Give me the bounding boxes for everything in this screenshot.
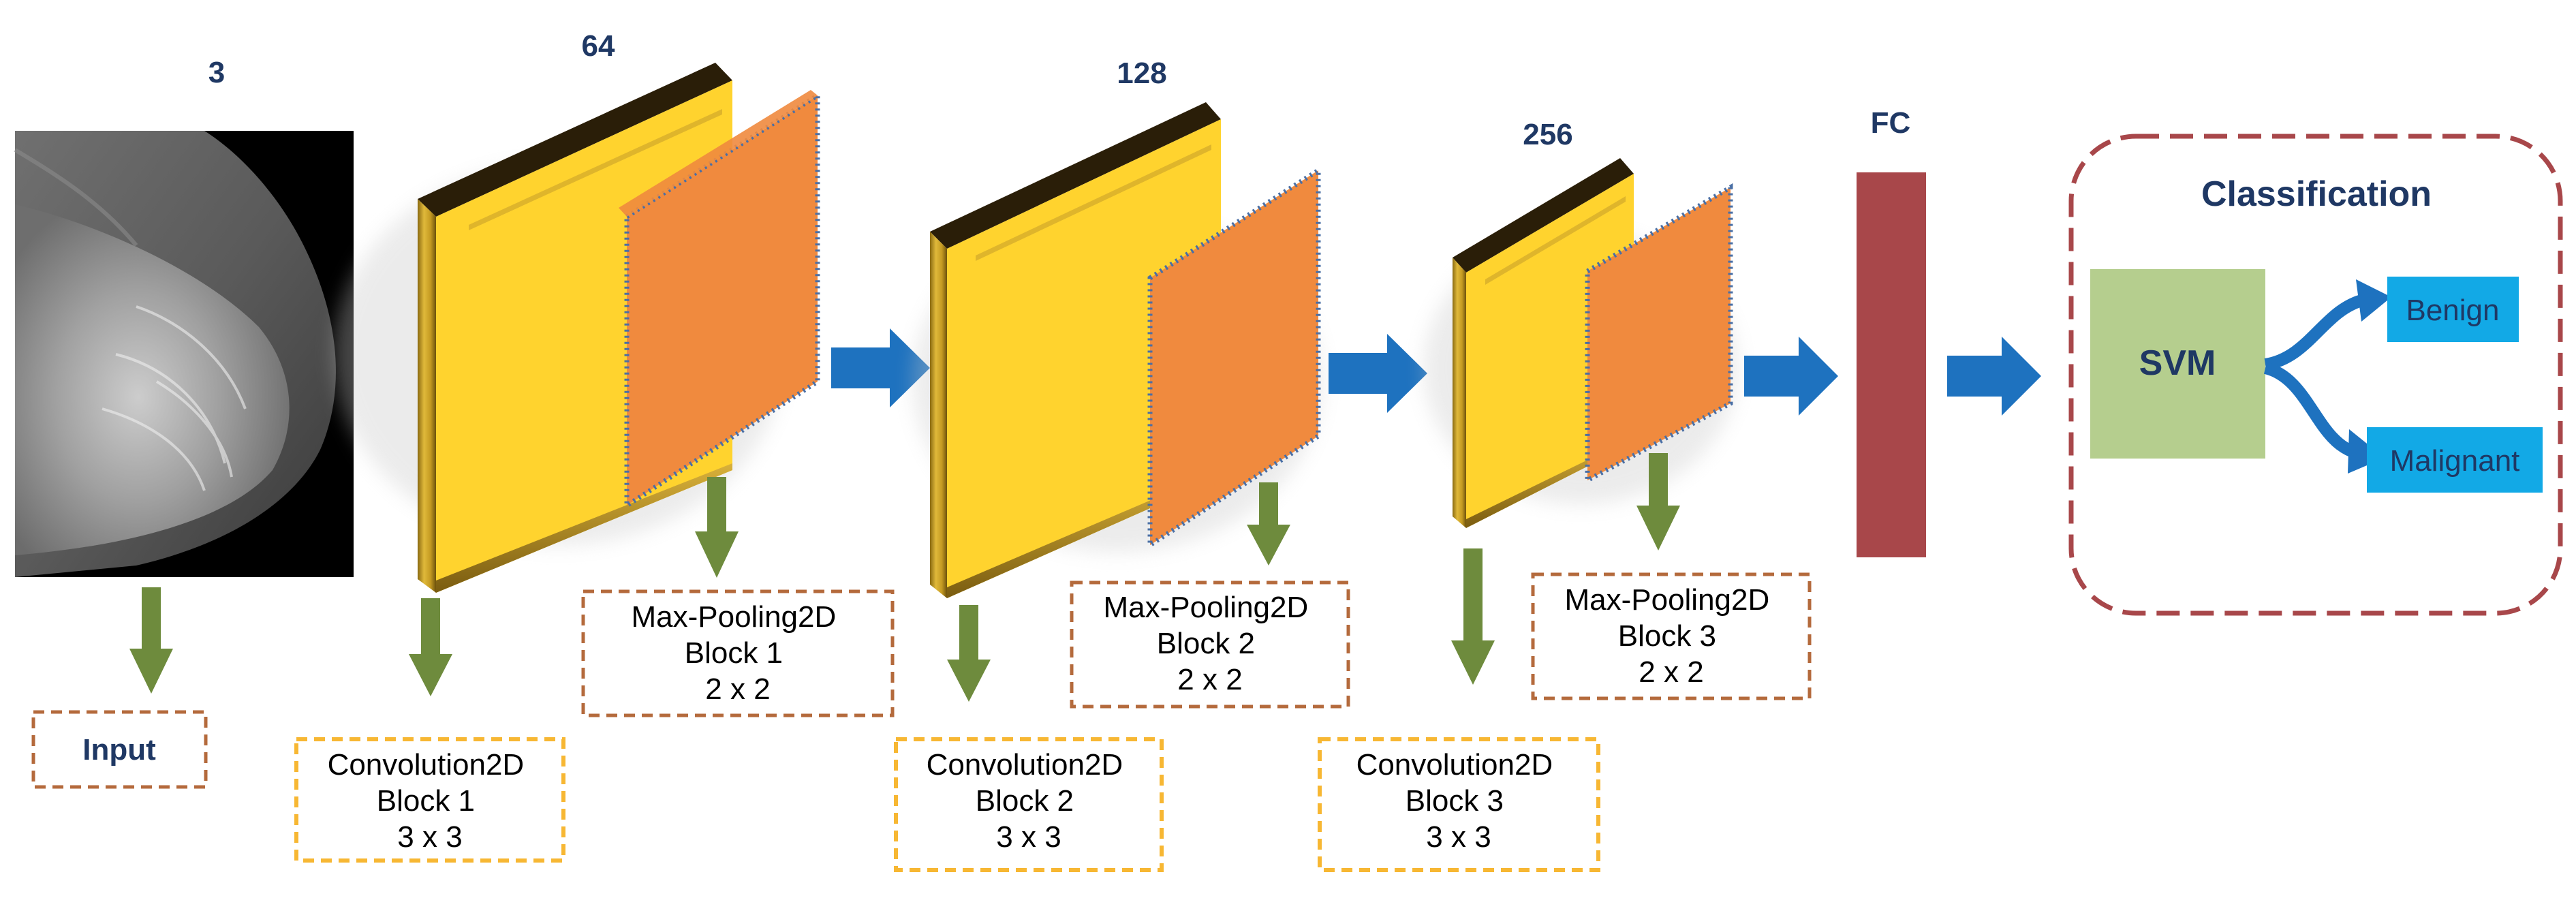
pool-block-2-label-line-1: Max-Pooling2D <box>1103 591 1308 624</box>
block-1-filters-label: 64 <box>582 29 615 63</box>
conv-block-1-label-line-2: Block 1 <box>377 784 475 818</box>
conv-block-3-down-arrow <box>1451 548 1495 685</box>
input-label: Input <box>82 733 156 767</box>
pool-block-1-label-line-3: 2 x 2 <box>705 672 770 706</box>
classification-title: Classification <box>2201 174 2432 214</box>
classification-section: Classification SVM Benign Malignant <box>2068 134 2563 616</box>
malignant-output-box <box>2367 427 2543 493</box>
pool-block-2-down-arrow <box>1247 482 1290 566</box>
pool-block-1-down-arrow <box>695 477 739 578</box>
malignant-output-label: Malignant <box>2390 444 2520 478</box>
fc-bar <box>1857 172 1926 557</box>
benign-output-box <box>2387 277 2519 342</box>
benign-output-label: Benign <box>2406 294 2499 327</box>
pool-block-3-label-line-3: 2 x 2 <box>1639 655 1703 689</box>
conv-block-1-label-line-1: Convolution2D <box>328 748 525 781</box>
flow-arrow-1 <box>831 328 930 407</box>
pool-block-1-label: Max-Pooling2D Block 1 2 x 2 <box>631 600 844 706</box>
flow-arrow-3 <box>1744 337 1838 416</box>
pool-block-3-label-line-2: Block 3 <box>1618 619 1716 653</box>
conv-block-2-label-box <box>894 737 1164 872</box>
pool-block-3 <box>1585 183 1733 484</box>
svm-box <box>2090 269 2265 459</box>
mammogram-image <box>14 131 354 577</box>
pool-block-1 <box>619 90 820 510</box>
pool-block-2-label-line-2: Block 2 <box>1157 627 1255 660</box>
block-3-filters-label: 256 <box>1523 118 1572 151</box>
conv-block-2-label-line-3: 3 x 3 <box>996 820 1061 854</box>
block-3: 256 Convolution2D Block 3 3 x 3 Max-Pool… <box>1318 118 1812 872</box>
pool-block-1-label-line-2: Block 1 <box>685 636 783 670</box>
conv-block-3-label: Convolution2D Block 3 3 x 3 <box>1356 748 1562 854</box>
pool-block-2-label-box <box>1070 580 1350 709</box>
flow-arrow-4 <box>1947 337 2041 416</box>
conv-block-1-label-box <box>294 737 565 863</box>
conv-block-1-label-line-3: 3 x 3 <box>397 820 462 854</box>
conv-block-2-down-arrow <box>947 605 991 702</box>
conv-block-2-label-line-1: Convolution2D <box>927 748 1123 781</box>
pool-block-3-label: Max-Pooling2D Block 3 2 x 2 <box>1564 583 1778 689</box>
conv-block-2-label: Convolution2D Block 2 3 x 3 <box>927 748 1132 854</box>
input-section: 3 Input <box>14 56 354 789</box>
input-channels-label: 3 <box>208 56 225 89</box>
block-1: 64 Convolution2D Block 1 3 x 3 Max-Pooli… <box>294 29 895 863</box>
flow-arrow-2 <box>1329 334 1427 413</box>
fc-layer: FC <box>1857 106 1926 557</box>
conv-block-1-down-arrow <box>409 598 452 696</box>
input-down-arrow <box>129 587 173 694</box>
fc-label: FC <box>1871 106 1911 140</box>
classification-box <box>2068 134 2563 616</box>
pool-block-2 <box>1147 166 1321 550</box>
svm-label: SVM <box>2139 343 2216 383</box>
pool-block-1-label-box <box>581 589 895 717</box>
pool-block-2-label-line-3: 2 x 2 <box>1177 663 1242 696</box>
pool-block-3-down-arrow <box>1636 453 1680 551</box>
conv-block-3-label-line-2: Block 3 <box>1406 784 1504 818</box>
conv-block-3-label-box <box>1318 737 1600 872</box>
svm-branch-arrows <box>2263 279 2391 474</box>
conv-block-3-label-line-1: Convolution2D <box>1356 748 1553 781</box>
conv-block-3-label-line-3: 3 x 3 <box>1426 820 1491 854</box>
pool-block-3-label-line-1: Max-Pooling2D <box>1564 583 1769 617</box>
conv-block-2-label-line-2: Block 2 <box>976 784 1074 818</box>
pool-block-1-label-line-1: Max-Pooling2D <box>631 600 836 634</box>
conv-block-1-label: Convolution2D Block 1 3 x 3 <box>328 748 533 854</box>
block-2-filters-label: 128 <box>1117 57 1166 90</box>
block-2: 128 Convolution2D Block 2 3 x 3 Max-Pool… <box>894 57 1350 872</box>
pool-block-3-label-box <box>1531 572 1812 700</box>
pool-block-2-label: Max-Pooling2D Block 2 2 x 2 <box>1103 591 1316 696</box>
